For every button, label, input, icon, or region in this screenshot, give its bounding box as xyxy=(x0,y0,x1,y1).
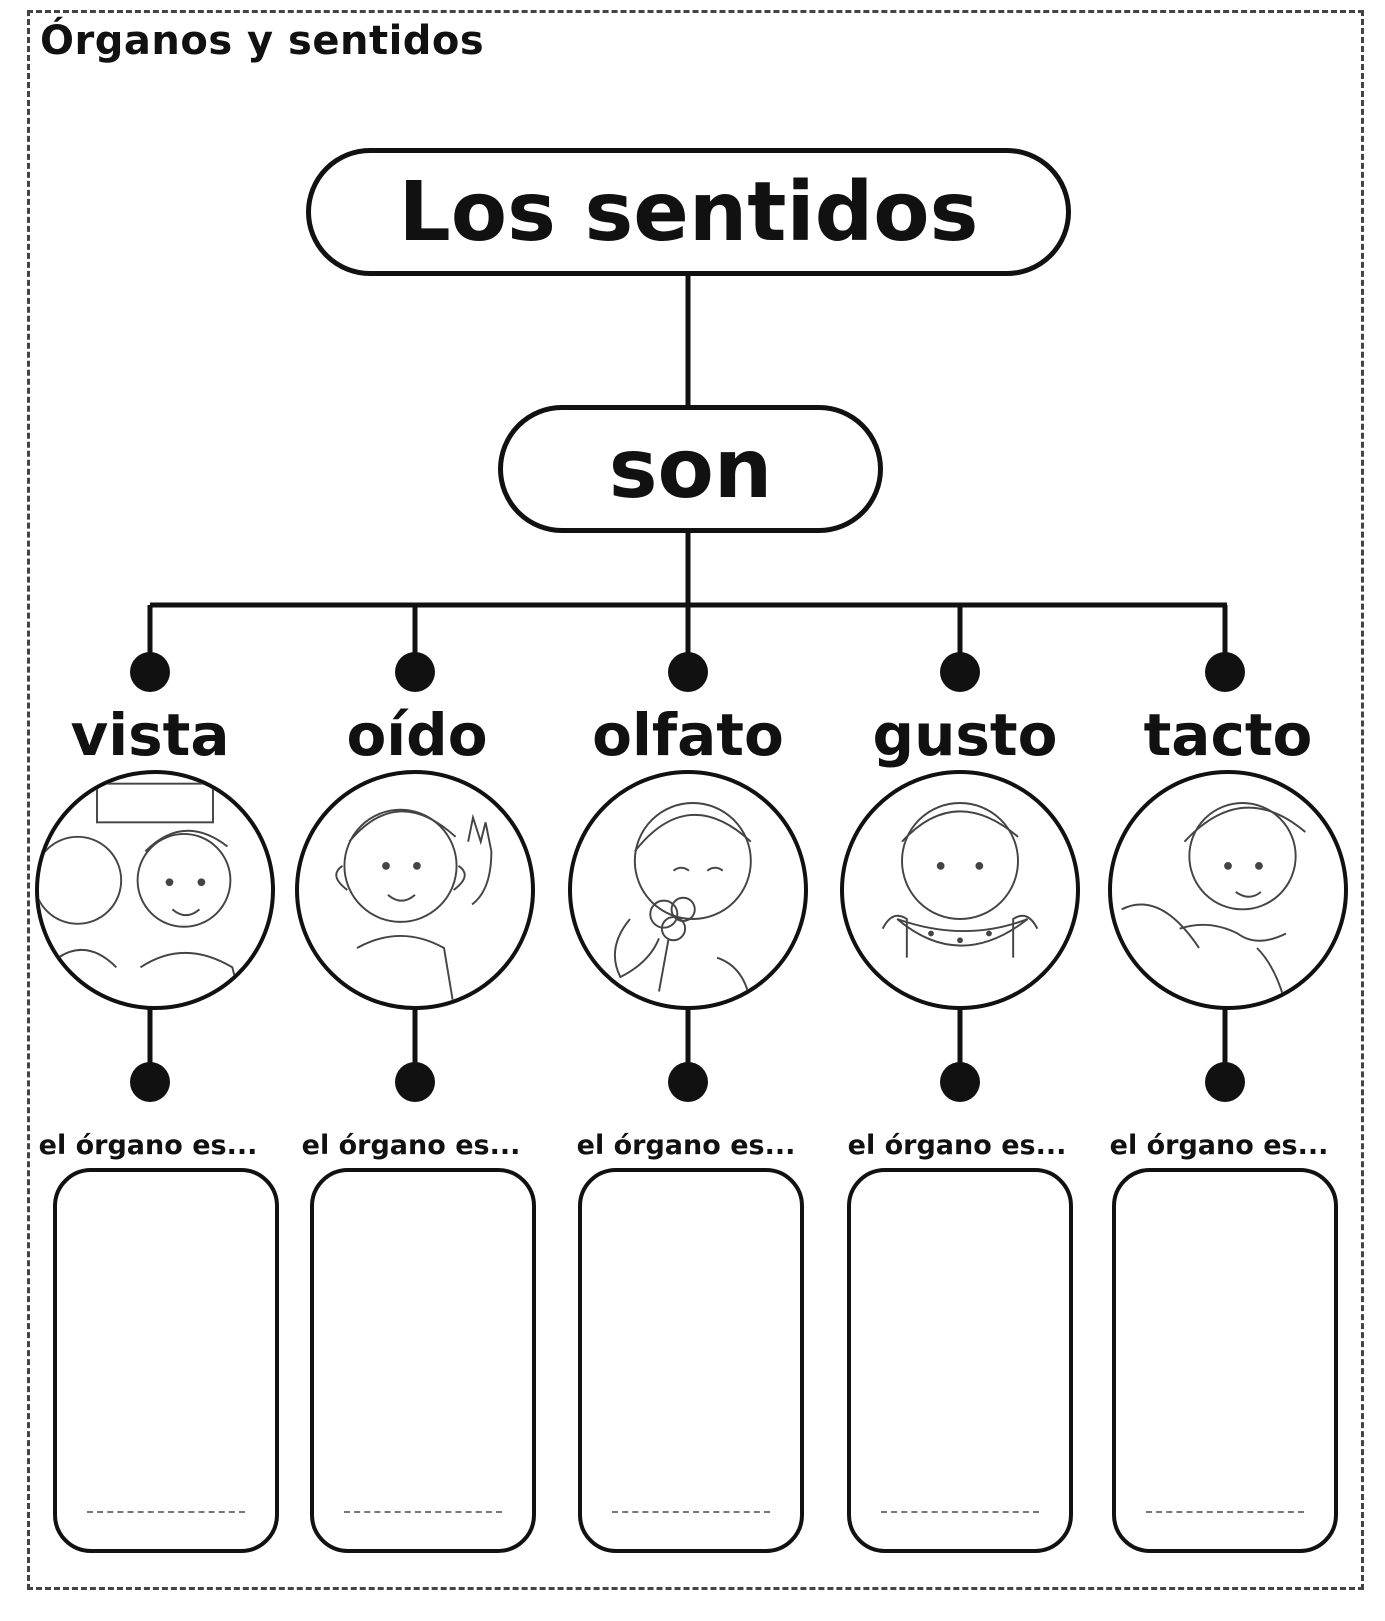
organ-dot-gusto xyxy=(940,1062,980,1102)
branch-dot-oido xyxy=(395,652,435,692)
answer-line xyxy=(344,1511,502,1513)
sense-label-vista: vista xyxy=(70,701,230,769)
organ-prompt-vista: el órgano es... xyxy=(38,1130,258,1161)
sense-label-gusto: gusto xyxy=(872,701,1058,769)
organ-prompt-oido: el órgano es... xyxy=(301,1130,521,1161)
organ-prompt-gusto: el órgano es... xyxy=(847,1130,1067,1161)
organ-prompt-olfato: el órgano es... xyxy=(576,1130,796,1161)
root-concept-label: Los sentidos xyxy=(398,164,979,260)
sense-label-olfato: olfato xyxy=(592,701,784,769)
organ-dot-oido xyxy=(395,1062,435,1102)
organ-prompt-tacto: el órgano es... xyxy=(1109,1130,1329,1161)
answer-box-vista[interactable] xyxy=(53,1168,279,1553)
branch-dot-tacto xyxy=(1205,652,1245,692)
answer-line xyxy=(612,1511,770,1513)
organ-dot-vista xyxy=(130,1062,170,1102)
sense-picture-oido xyxy=(295,770,535,1010)
eye-child-icon xyxy=(39,782,243,1006)
sense-label-tacto: tacto xyxy=(1143,701,1313,769)
answer-box-tacto[interactable] xyxy=(1112,1168,1338,1553)
sense-label-oido: oído xyxy=(346,701,488,769)
touch-child-icon xyxy=(1121,802,1306,1006)
watermelon-child-icon xyxy=(881,802,1039,958)
organ-dot-tacto xyxy=(1205,1062,1245,1102)
answer-line xyxy=(1146,1511,1304,1513)
branch-dot-olfato xyxy=(668,652,708,692)
sense-picture-tacto xyxy=(1108,770,1348,1010)
answer-line xyxy=(881,1511,1039,1513)
organ-dot-olfato xyxy=(668,1062,708,1102)
sense-picture-gusto xyxy=(840,770,1080,1010)
answer-box-oido[interactable] xyxy=(310,1168,536,1553)
sense-picture-vista xyxy=(35,770,275,1010)
connector-word-label: son xyxy=(608,421,773,517)
branch-dot-gusto xyxy=(940,652,980,692)
ear-child-icon xyxy=(335,808,493,1006)
worksheet-border xyxy=(27,10,1364,1590)
answer-box-gusto[interactable] xyxy=(847,1168,1073,1553)
worksheet-heading: Órganos y sentidos xyxy=(40,18,485,64)
nose-flower-icon xyxy=(613,802,752,1006)
sense-picture-olfato xyxy=(568,770,808,1010)
branch-dot-vista xyxy=(130,652,170,692)
connector-word-box: son xyxy=(498,405,883,533)
root-concept-box: Los sentidos xyxy=(306,148,1071,276)
answer-line xyxy=(87,1511,245,1513)
answer-box-olfato[interactable] xyxy=(578,1168,804,1553)
